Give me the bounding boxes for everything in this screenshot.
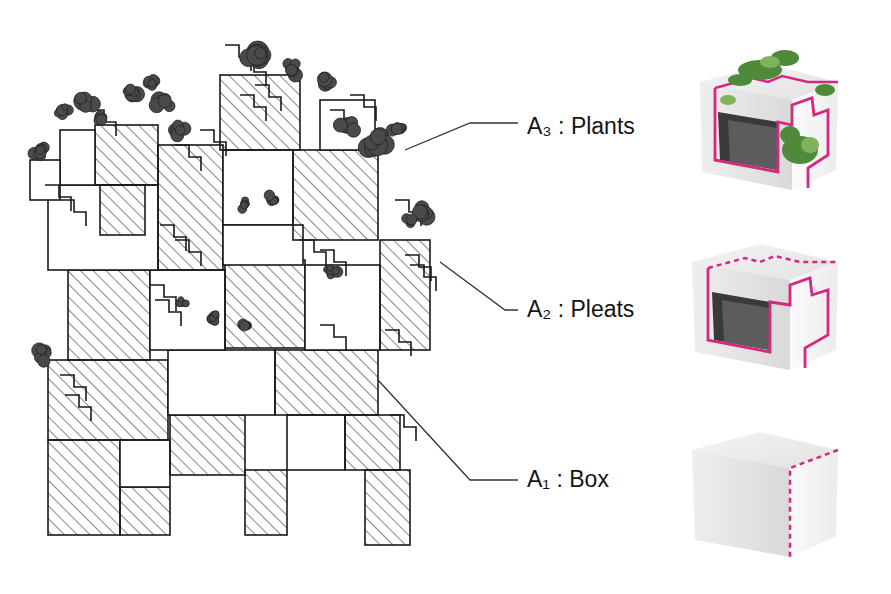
pleat-step <box>45 185 71 211</box>
plant-blob <box>238 319 252 331</box>
pleat-step <box>200 130 226 156</box>
pleat-step <box>60 200 86 226</box>
plant-blob <box>28 142 49 161</box>
plant-blob <box>74 92 100 112</box>
sketch-box <box>220 75 300 150</box>
sketch-box <box>293 150 378 240</box>
sketch-box <box>120 487 170 535</box>
box-photo <box>692 432 838 557</box>
plant-blob <box>169 120 191 142</box>
sketch-box <box>245 470 287 535</box>
pleat-step <box>150 285 176 311</box>
sketch-box <box>95 125 158 185</box>
pleat-step <box>385 330 411 356</box>
sketch-box <box>100 185 145 235</box>
pleat-step <box>160 225 186 251</box>
sketch-box <box>223 225 303 265</box>
sketch-box <box>380 240 430 350</box>
callout-label: A₃ : Plants <box>527 113 635 141</box>
sketch-box <box>158 145 223 270</box>
plant-blob <box>207 311 219 326</box>
pleat-step <box>300 240 326 266</box>
plant-blob <box>240 41 271 69</box>
plants-photo <box>700 50 838 190</box>
plant-blob <box>54 104 73 120</box>
plant-blob <box>386 123 406 136</box>
pleat-step <box>410 265 436 291</box>
sketch-box <box>30 160 60 200</box>
plant-blob <box>32 343 51 367</box>
sketch-box <box>225 260 305 348</box>
sketch-box <box>60 130 95 185</box>
plant-blob <box>143 75 160 91</box>
sketch-box <box>223 150 293 225</box>
pleat-step <box>390 415 416 441</box>
plant-blob <box>324 265 343 279</box>
sketch-box <box>48 440 120 535</box>
sketch-box <box>365 470 410 545</box>
pleat-step <box>175 145 201 171</box>
plant-blob <box>238 197 249 213</box>
plant-blob <box>317 72 336 91</box>
plant-blob <box>176 297 189 307</box>
sketch-box <box>275 350 378 415</box>
pleat-step <box>175 240 201 266</box>
sketch-box <box>168 350 275 415</box>
plant-blob <box>264 190 279 206</box>
plant-blob <box>402 214 417 228</box>
plant-sketch <box>28 41 435 367</box>
sketch-box <box>48 360 168 440</box>
plant-blob <box>149 92 175 113</box>
pleat-step <box>65 395 91 421</box>
plant-blob <box>283 59 303 82</box>
pleat-step <box>240 95 266 121</box>
sketch-box <box>68 270 150 360</box>
pleat-step <box>60 375 86 401</box>
pleat-step <box>90 110 116 136</box>
sketch-box <box>345 415 400 470</box>
plant-blob <box>123 84 144 102</box>
plant-blob <box>94 111 107 125</box>
callout-label: A₂ : Pleats <box>527 296 634 324</box>
sketch-box <box>287 415 345 470</box>
sketch-box <box>305 265 380 350</box>
callout-label: A₁ : Box <box>527 466 609 494</box>
leader-line <box>378 123 518 480</box>
sketch-box <box>150 270 225 350</box>
sketch-box <box>120 440 170 487</box>
pleat-step <box>255 85 281 111</box>
pleats-photo <box>692 244 838 370</box>
sketch-box <box>170 415 245 475</box>
pleat-step <box>320 325 346 351</box>
plant-blob <box>333 117 360 138</box>
box-sketch <box>30 45 436 545</box>
